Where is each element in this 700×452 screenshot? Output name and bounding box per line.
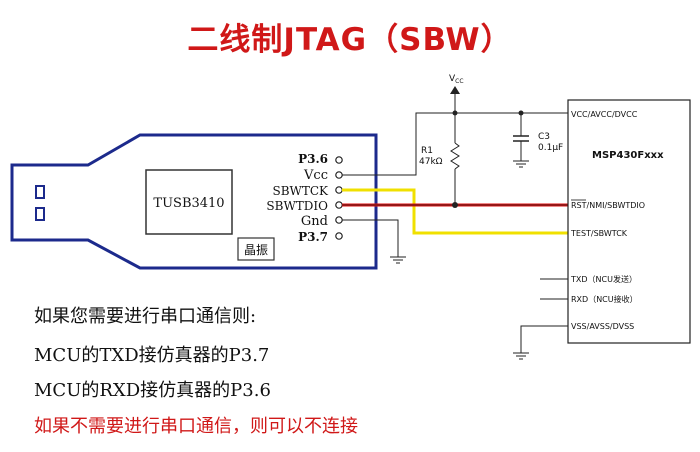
pin-gnd [335, 216, 343, 224]
junction-r1-sbwtdio [452, 202, 458, 208]
crystal-label: 晶振 [244, 243, 268, 257]
mcu-txd-pin-label: TXD（NCU发送） [570, 274, 637, 284]
pin-label-gnd: Gnd [301, 214, 328, 229]
resistor-r1 [450, 142, 460, 170]
tusb3410-label: TUSB3410 [153, 196, 224, 211]
serial-note-optional: 如果不需要进行串口通信，则可以不连接 [34, 416, 358, 437]
c3-label: C3 [538, 132, 550, 142]
page-title: 二线制JTAG（SBW） [187, 22, 513, 58]
c3-value: 0.1μF [538, 143, 563, 153]
wire-emulator-vcc [342, 112, 570, 176]
mcu-rxd-pin-label: RXD（NCU接收） [571, 294, 638, 304]
wire-emulator-gnd [342, 219, 399, 257]
junction-vcc-c3 [518, 110, 524, 116]
usb-emulator: TUSB3410 晶振 P3.6 Vcc SBWTCK SBWTDIO Gnd … [10, 133, 378, 270]
pin-p36 [335, 156, 343, 164]
wire-mcu-vss [520, 325, 568, 353]
wire-sbwtck [342, 188, 570, 235]
usb-contact-bottom [35, 207, 45, 221]
mcu-name: MSP430Fxxx [592, 150, 664, 161]
serial-note-intro: 如果您需要进行串口通信则: [34, 306, 257, 327]
mcu-vss-pin-label: VSS/AVSS/DVSS [571, 322, 634, 331]
pin-vcc [335, 171, 343, 179]
pin-label-p36: P3.6 [298, 152, 328, 166]
serial-note-txd: MCU的TXD接仿真器的P3.7 [34, 345, 270, 366]
junction-vcc-r1 [452, 110, 458, 116]
pin-label-sbwtdio: SBWTDIO [266, 199, 328, 213]
vcc-arrow-icon [450, 86, 460, 94]
pin-label-vcc: Vcc [303, 168, 328, 183]
mcu-rst-pin-label: RST/NMI/SBWTDIO [571, 201, 645, 210]
emulator-ground [342, 219, 406, 264]
pin-sbwtck [335, 186, 343, 194]
tusb3410-chip [145, 169, 233, 235]
r1-value: 47kΩ [419, 157, 443, 167]
mcu-vcc-pin-label: VCC/AVCC/DVCC [571, 110, 638, 119]
serial-note-rxd: MCU的RXD接仿真器的P3.6 [34, 380, 271, 401]
vcc-network [342, 86, 570, 205]
mcu-block: VCC/AVCC/DVCC MSP430Fxxx RST/NMI/SBWTDIO… [540, 99, 691, 344]
pin-label-sbwtck: SBWTCK [272, 184, 329, 198]
mcu-ground [513, 325, 568, 360]
r1-label: R1 [421, 146, 433, 156]
pin-p37 [335, 232, 343, 240]
mcu-test-pin-label: TEST/SBWTCK [570, 229, 628, 238]
pin-sbwtdio [335, 201, 343, 209]
usb-contact-top [35, 185, 45, 199]
vcc-label: VCC [449, 74, 464, 85]
crystal-box [237, 237, 275, 261]
mcu-outline [567, 99, 691, 344]
pin-label-p37: P3.7 [298, 230, 328, 244]
